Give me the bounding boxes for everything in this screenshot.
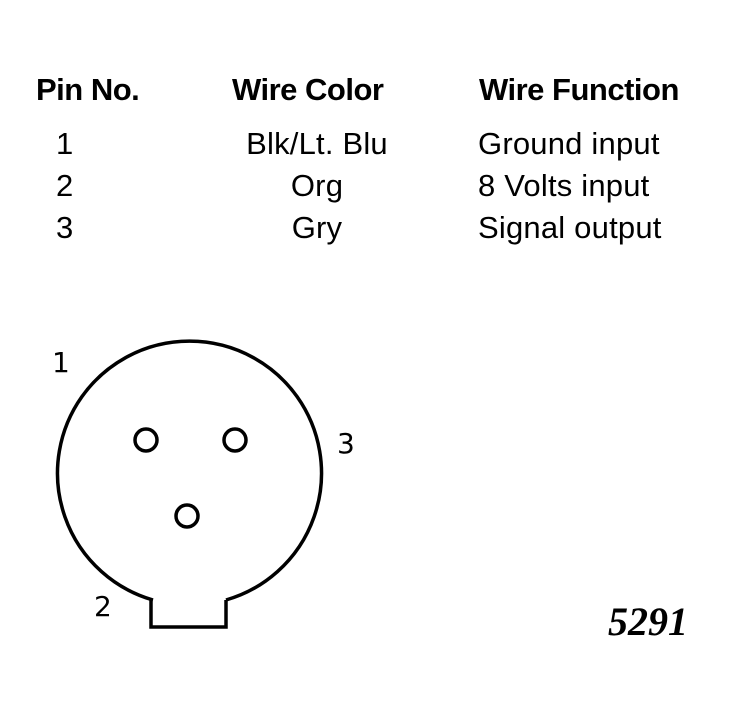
row-3-wire-color: Gry [291, 210, 343, 245]
pin-socket-2 [174, 503, 200, 529]
row-1-pin: 1 [56, 126, 74, 161]
pin-socket-1 [133, 427, 159, 453]
row-3-wire-function: Signal output [478, 210, 662, 245]
connector-body-outline [55, 339, 324, 602]
pin-label-1: 1 [52, 346, 70, 379]
header-wire-color: Wire Color [232, 72, 384, 107]
row-3-pin: 3 [56, 210, 74, 245]
pin-label-2: 2 [94, 590, 112, 623]
row-1-wire-color: Blk/Lt. Blu [246, 126, 388, 161]
pin-socket-3 [222, 427, 248, 453]
row-2-wire-function: 8 Volts input [478, 168, 650, 203]
figure-number: 5291 [608, 599, 688, 644]
row-2-wire-color: Org [290, 168, 344, 203]
row-1-wire-function: Ground input [478, 126, 660, 161]
header-pin-no: Pin No. [36, 72, 140, 107]
row-2-pin: 2 [56, 168, 74, 203]
pin-label-3: 3 [337, 427, 355, 460]
connector-key-tab [149, 600, 228, 629]
header-wire-function: Wire Function [479, 72, 679, 107]
